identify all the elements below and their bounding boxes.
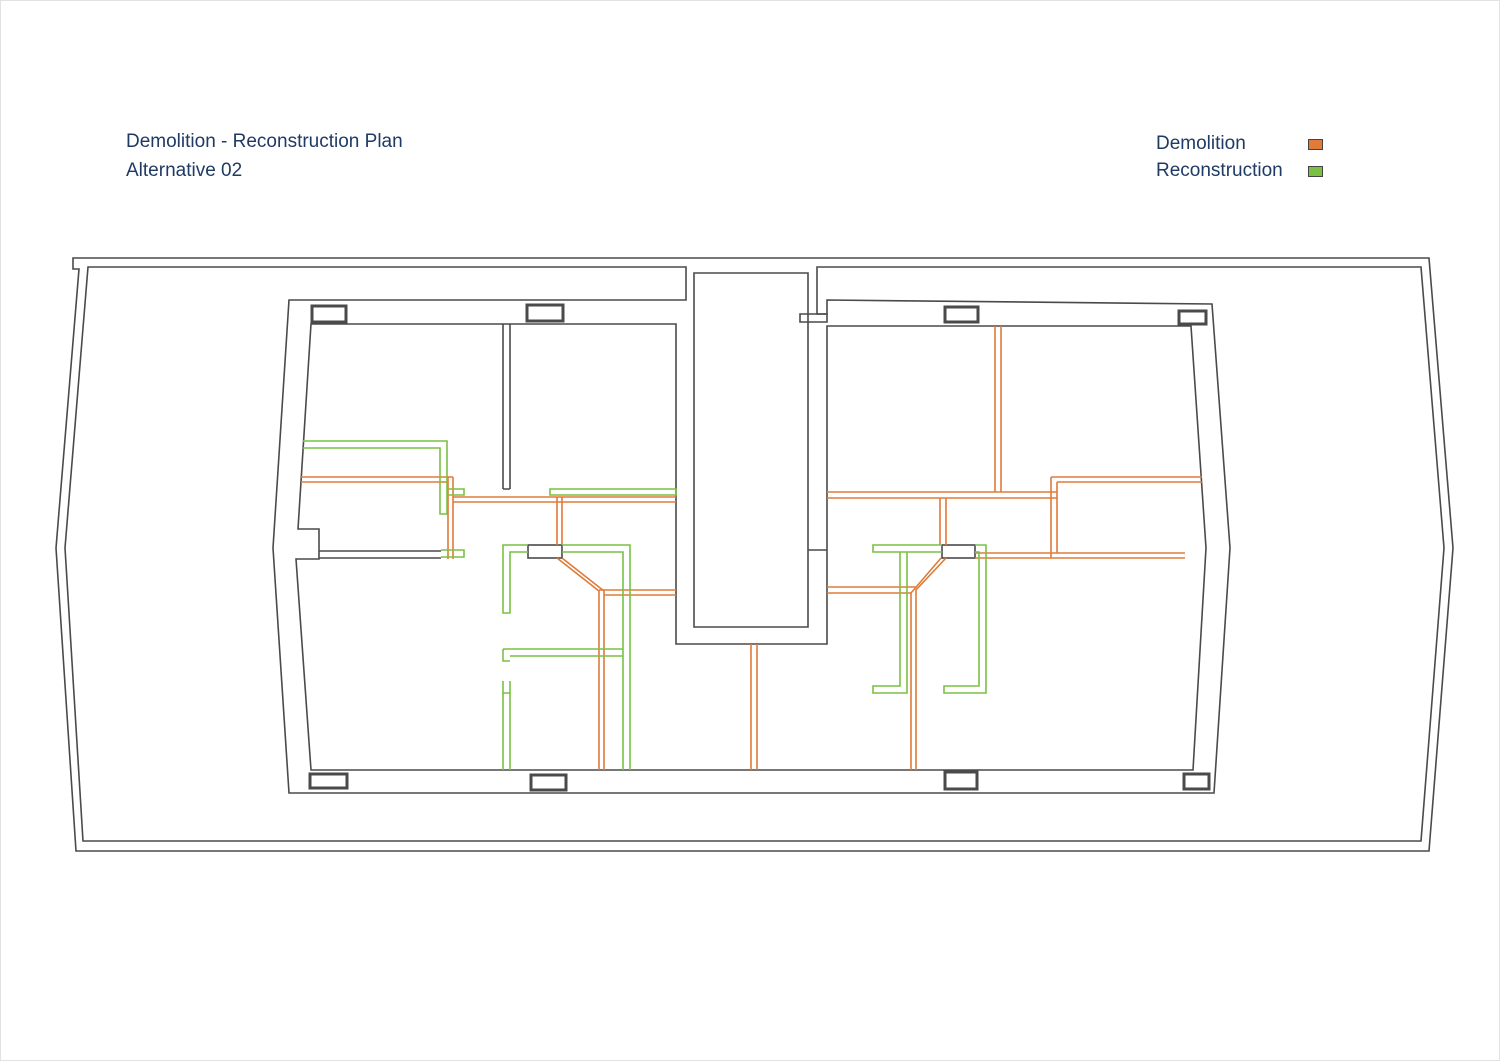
legend-item-reconstruction: Reconstruction [1156, 158, 1336, 185]
outer-boundary-inner-line [64, 266, 1445, 842]
reconstruction-wall [943, 544, 987, 694]
reconstruction-wall [502, 693, 511, 770]
reconstruction-wall [549, 488, 677, 496]
demolition-wall [750, 644, 758, 770]
column [1182, 772, 1211, 791]
legend-item-demolition: Demolition [1156, 131, 1336, 158]
column [943, 770, 979, 791]
column [1177, 309, 1208, 326]
reconstruction-wall [448, 488, 465, 496]
demolition-wall [447, 477, 454, 559]
partition-wall-vertical-left [502, 324, 511, 490]
demolition-wall [939, 498, 947, 545]
demolition-wall [827, 586, 916, 594]
demolition-wall [994, 326, 1002, 492]
shaft-left [527, 544, 563, 559]
legend-label-reconstruction: Reconstruction [1156, 160, 1283, 181]
building-walls [295, 272, 1207, 771]
reconstruction-wall [872, 552, 908, 694]
demolition-wall [556, 497, 563, 545]
reconstruction-walls [303, 440, 987, 770]
reconstruction-wall [562, 544, 631, 770]
demolition-wall [827, 491, 1057, 499]
columns [308, 303, 1211, 792]
demolition-wall [301, 476, 453, 483]
partition-wall-horizontal-left [319, 550, 441, 559]
demolition-wall [1050, 477, 1058, 558]
column [943, 305, 980, 324]
legend-swatch-demolition [1308, 139, 1323, 150]
demolition-walls [301, 326, 1202, 770]
outer-boundary [55, 257, 1454, 852]
core-shaft [693, 272, 809, 628]
plan-title-block: Demolition - Reconstruction Plan Alterna… [126, 127, 403, 185]
outer-boundary-outer-line [55, 257, 1454, 852]
reconstruction-wall [502, 544, 528, 614]
demolition-wall [1051, 476, 1202, 483]
legend-label-demolition: Demolition [1156, 133, 1246, 154]
shafts [527, 544, 976, 559]
legend: Demolition Reconstruction [1156, 131, 1336, 185]
demolition-wall [975, 552, 1185, 559]
plan-subtitle: Alternative 02 [126, 160, 243, 181]
reconstruction-wall [502, 681, 511, 694]
column [525, 303, 565, 323]
column [308, 772, 349, 790]
demolition-wall [556, 557, 605, 770]
column [310, 304, 348, 324]
reconstruction-wall [441, 549, 465, 558]
plan-title: Demolition - Reconstruction Plan [126, 131, 403, 152]
column [529, 773, 568, 792]
building-inner-wall-line [295, 323, 1207, 771]
reconstruction-wall [872, 544, 942, 553]
demolition-wall [453, 496, 676, 503]
legend-swatch-reconstruction [1308, 166, 1323, 177]
reconstruction-wall [303, 440, 448, 515]
demolition-wall [910, 557, 947, 770]
reconstruction-wall [502, 648, 623, 662]
shaft-right [941, 544, 976, 559]
demolition-wall [599, 589, 676, 596]
core-notch [799, 313, 828, 323]
